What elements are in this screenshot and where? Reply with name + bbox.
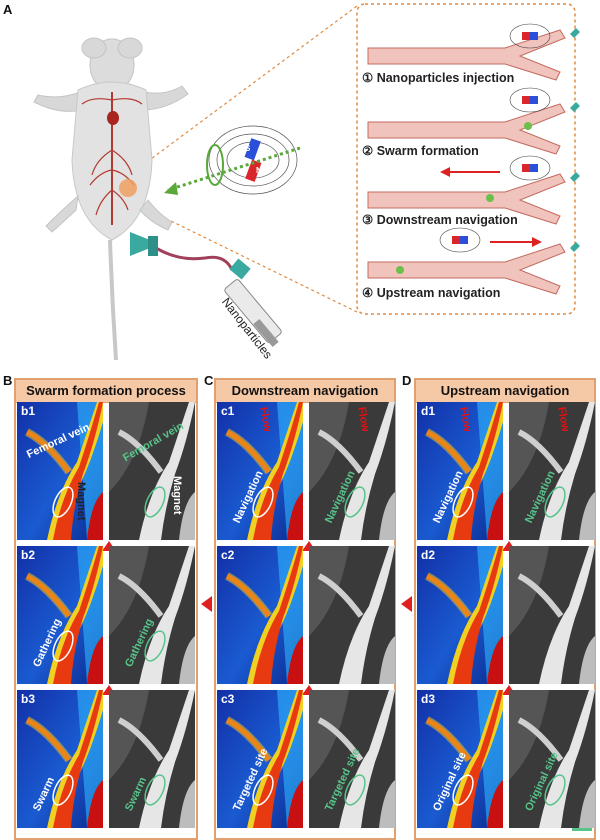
image-tag: c3 [221, 692, 235, 706]
syringe-icon [130, 232, 282, 348]
step-4-label: ④ Upstream navigation [362, 286, 501, 300]
step-vessel-4 [367, 227, 580, 295]
image-tag: c1 [221, 404, 235, 418]
image-tag: d2 [421, 548, 436, 562]
ellipse-marker [252, 486, 274, 518]
ellipse-marker [144, 630, 166, 662]
image-tag: b2 [21, 548, 36, 562]
step-3-label: ③ Downstream navigation [362, 213, 518, 227]
rotation-ring [206, 144, 224, 186]
grayscale-image-c2 [309, 546, 395, 684]
ellipse-marker [144, 486, 166, 518]
panel-label-b: B [3, 373, 13, 388]
image-tag: b1 [21, 404, 36, 418]
panel-label-d: D [402, 373, 412, 388]
grayscale-image-c3: Targeted site [309, 690, 395, 828]
image-tag: c2 [221, 548, 235, 562]
column-header: Upstream navigation [416, 380, 594, 403]
step-vessel-3 [367, 155, 580, 225]
step-vessel-2 [367, 87, 580, 155]
ellipse-marker [144, 774, 166, 806]
grayscale-image-d3: Original site [509, 690, 595, 828]
image-tag: d3 [421, 692, 436, 706]
column-arrow-b-to-c [201, 596, 212, 612]
panel-a-illustration [33, 3, 580, 361]
ellipse-marker [544, 774, 566, 806]
callout-line-top [127, 5, 358, 177]
ellipse-marker [52, 486, 74, 518]
ellipse-marker [52, 630, 74, 662]
step-vessel-1 [367, 23, 580, 81]
motion-arrow [167, 146, 301, 192]
panel-label-c: C [204, 373, 214, 388]
step-2-label: ② Swarm formation [362, 144, 479, 158]
magnet-s-label: S [245, 144, 251, 153]
column-arrow-c-to-d [401, 596, 412, 612]
grayscale-image-b3: Swarm [109, 690, 195, 828]
mouse-icon [33, 37, 189, 361]
magnet-annotation: Magnet [75, 482, 87, 521]
grayscale-image-d2 [509, 546, 595, 684]
magnet-annotation: Magnet [171, 476, 183, 515]
scale-bar [572, 828, 592, 831]
panel-label-a: A [3, 2, 13, 17]
grayscale-image-b2: Gathering [109, 546, 195, 684]
ellipse-marker [544, 486, 566, 518]
ellipse-marker [344, 774, 366, 806]
ellipse-marker [52, 774, 74, 806]
column-header: Swarm formation process [16, 380, 196, 403]
column-header: Downstream navigation [216, 380, 394, 403]
image-tag: d1 [421, 404, 436, 418]
magnet-n-label: N [256, 166, 262, 175]
ellipse-marker [452, 774, 474, 806]
ellipse-marker [344, 486, 366, 518]
step-1-label: ① Nanoparticles injection [362, 71, 515, 85]
ellipse-marker [452, 486, 474, 518]
magnet-icon [208, 125, 298, 195]
image-tag: b3 [21, 692, 36, 706]
callout-box [356, 3, 576, 315]
ellipse-marker [252, 774, 274, 806]
pseudocolor-image-d2: d2 [417, 546, 503, 684]
pseudocolor-image-c2: c2 [217, 546, 303, 684]
